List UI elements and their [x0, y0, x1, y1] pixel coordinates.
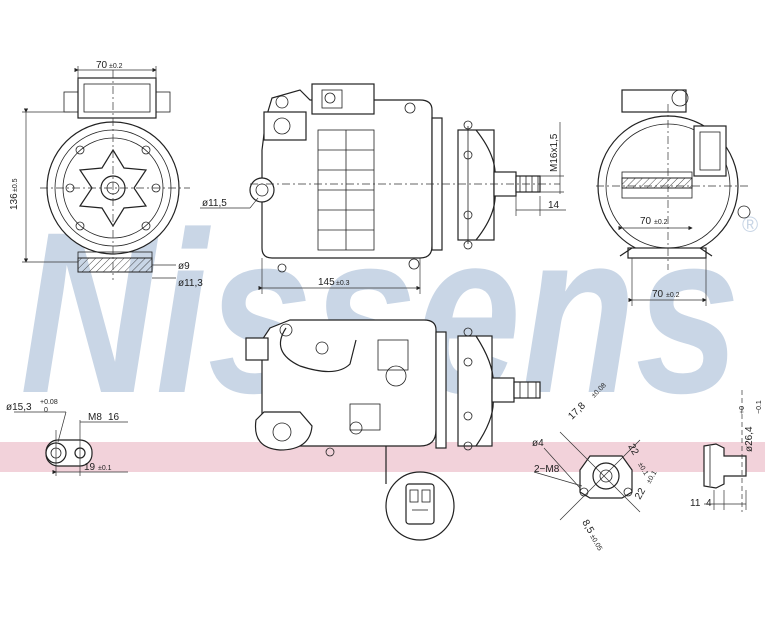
port-dia-label: ø15,3 — [6, 402, 32, 413]
side-hole-label: ø11,5 — [202, 198, 227, 209]
side-view — [249, 83, 560, 273]
front-width-value: 70 — [96, 60, 108, 71]
pulley-dia-tol-top: +0 — [739, 406, 746, 414]
pulley-detail — [703, 390, 747, 512]
front-height-value: 136 — [9, 193, 20, 210]
front-hole-dimensions: ø9 ø11,3 — [152, 261, 203, 289]
front-width-dimension: 70 ±0.2 — [74, 60, 157, 80]
side-hole-dimension: ø11,5 — [200, 197, 259, 209]
port-depth-label: 16 — [108, 412, 120, 423]
port-dimensions: ø15,3 +0.08 0 M8 16 19 ±0.1 — [6, 399, 128, 475]
pulley-w1-label: 11 — [690, 498, 701, 509]
length-tolerance: ±0.3 — [336, 280, 350, 287]
connector-detail — [385, 471, 455, 541]
length-dimension: 145 ±0.3 — [258, 258, 421, 294]
conn-22b-value: 22 — [633, 486, 648, 502]
port-offset-value: 19 — [84, 462, 96, 473]
rear-width-lower-tolerance: ±0.2 — [666, 292, 680, 299]
background-stripe — [0, 442, 765, 472]
rear-width-lower-dimension: 70 ±0.2 — [628, 258, 707, 306]
conn-85-tolerance: ±0.05 — [588, 534, 603, 553]
rear-width-lower-value: 70 — [652, 289, 664, 300]
port-detail — [45, 420, 93, 476]
shaft-length-dimension: 14 — [515, 196, 566, 216]
flange-detail — [559, 431, 641, 521]
port-dia-tol-top: +0.08 — [40, 399, 58, 406]
rear-width-upper-dimension: 70 ±0.2 — [618, 216, 693, 231]
rear-width-upper-tolerance: ±0.2 — [654, 219, 668, 226]
pulley-dia-tol-bottom: −0.1 — [756, 400, 763, 414]
conn-hole-label: ø4 — [532, 438, 544, 449]
front-height-tolerance: ±0.5 — [12, 178, 19, 192]
front-height-dimension: 136 ±0.5 — [9, 108, 78, 263]
hole-small-label: ø9 — [178, 261, 190, 272]
thread-dimension: M16x1,5 — [540, 122, 564, 194]
top-view — [245, 319, 541, 484]
pulley-w2-label: 4 — [706, 498, 712, 509]
hole-large-label: ø11,3 — [178, 278, 203, 289]
pulley-dia-label: ø26,4 — [744, 426, 755, 452]
front-width-tolerance: ±0.2 — [109, 63, 123, 70]
pulley-dimensions: ø26,4 +0 −0.1 11 4 — [690, 400, 763, 509]
port-dia-tol-bottom: 0 — [44, 407, 48, 414]
rear-width-upper-value: 70 — [640, 216, 652, 227]
conn-22a-value: 22 — [625, 442, 640, 458]
length-value: 145 — [318, 277, 335, 288]
port-offset-tolerance: ±0.1 — [98, 465, 112, 472]
conn-thread-label: 2−M8 — [534, 464, 560, 475]
front-view — [40, 70, 190, 280]
thread-label: M16x1,5 — [549, 133, 560, 172]
rear-view — [596, 89, 751, 270]
port-thread-label: M8 — [88, 412, 102, 423]
shaft-length-value: 14 — [548, 200, 560, 211]
registered-mark: ® — [742, 212, 758, 237]
